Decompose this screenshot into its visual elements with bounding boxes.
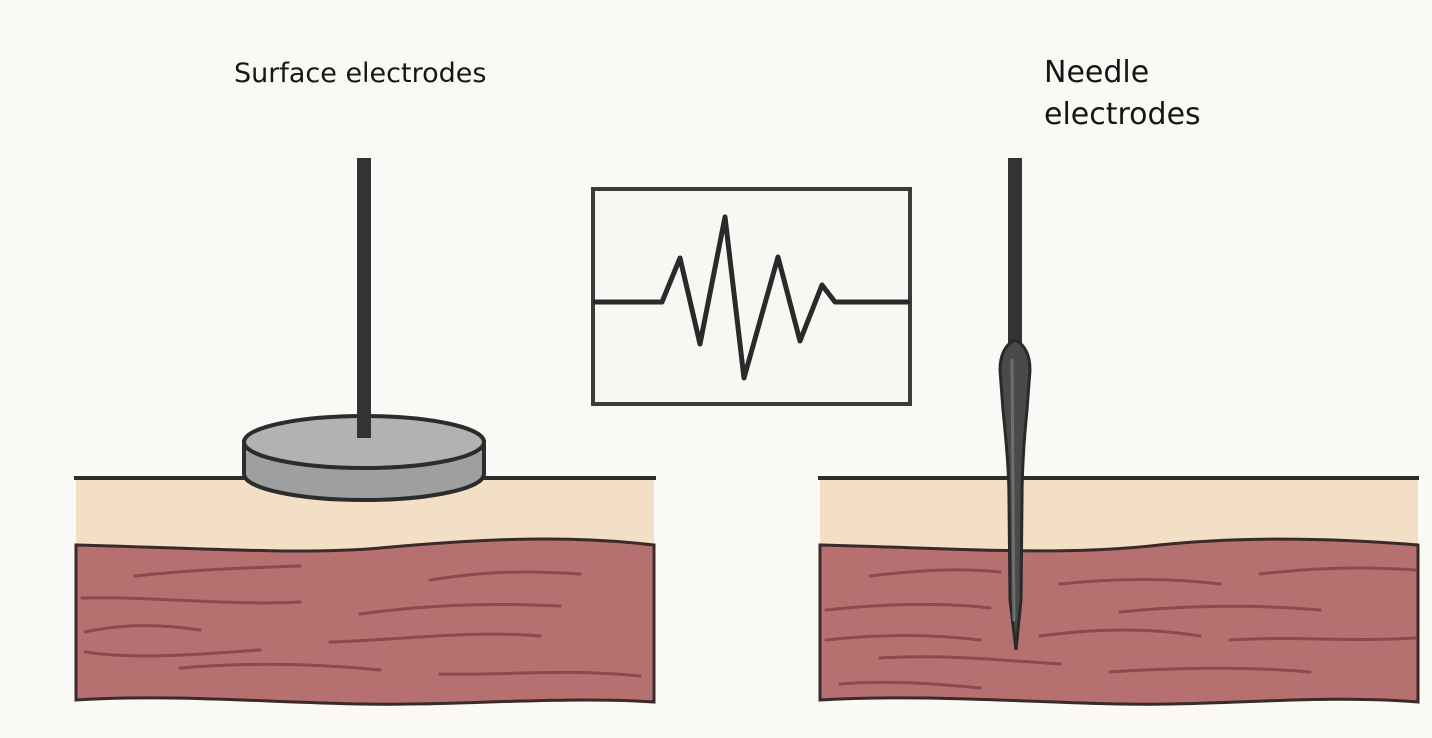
surface-electrodes-label: Surface electrodes — [234, 58, 487, 89]
needle-electrode-wire — [1008, 158, 1022, 348]
right-fiber-3 — [1258, 566, 1417, 576]
right-fiber-1 — [868, 568, 1002, 578]
right-fiber-2 — [1058, 578, 1222, 586]
surface-electrode — [242, 158, 486, 502]
left-fiber-6 — [328, 632, 542, 644]
needle-electrode — [998, 158, 1032, 651]
left-muscle-fibers — [80, 564, 642, 678]
left-fiber-4 — [358, 602, 562, 616]
right-muscle-layer — [818, 537, 1420, 706]
right-fiber-4 — [824, 602, 992, 612]
left-muscle-layer — [74, 537, 656, 706]
left-fiber-7 — [83, 648, 262, 658]
right-fiber-6 — [824, 634, 982, 642]
right-tissue-block — [818, 476, 1420, 706]
left-fiber-1 — [133, 564, 302, 578]
surface-electrode-wire — [357, 158, 371, 438]
left-skin-layer — [76, 478, 654, 552]
right-muscle-fibers — [824, 566, 1417, 690]
left-fiber-3 — [80, 596, 302, 605]
right-fiber-5 — [1118, 604, 1322, 614]
left-fiber-5 — [83, 624, 202, 634]
signal-monitor — [591, 187, 912, 406]
monitor-frame — [591, 187, 912, 406]
left-tissue-block — [74, 476, 656, 706]
needle-electrode-shaft — [998, 338, 1032, 651]
right-fiber-10 — [1108, 666, 1312, 674]
right-fiber-9 — [878, 655, 1062, 666]
left-fiber-8 — [178, 662, 382, 672]
right-fiber-8 — [1228, 636, 1417, 642]
emg-waveform — [592, 214, 911, 381]
left-fiber-9 — [438, 670, 642, 678]
needle-electrodes-label: Needle electrodes — [1044, 55, 1201, 132]
right-skin-layer — [820, 478, 1418, 551]
right-fiber-7 — [1038, 628, 1202, 638]
right-fiber-11 — [838, 680, 982, 690]
needle-electrode-highlight — [1010, 358, 1016, 622]
left-fiber-2 — [428, 570, 582, 582]
